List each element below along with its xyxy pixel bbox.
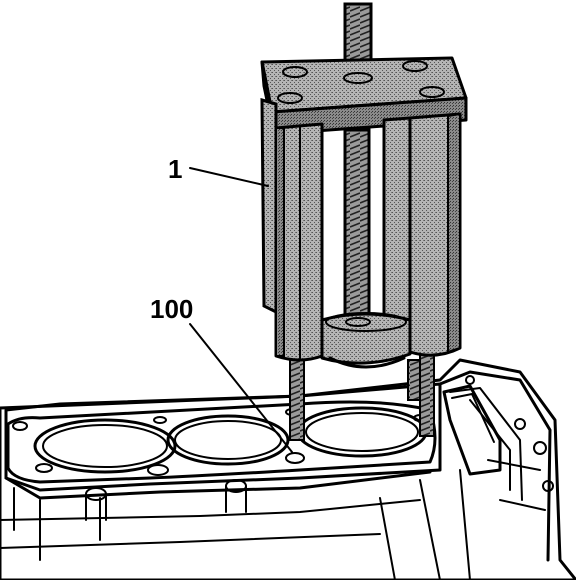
deck-bolt-holes [12,408,427,521]
leg-left-rear [260,98,278,315]
cylinder-bore-2 [166,414,290,466]
cylinder-head-deck [0,358,576,580]
threaded-rod-right [419,351,435,437]
deck-pocket [442,384,502,476]
puller-adapter [320,312,412,365]
cylinder-bores [33,406,428,474]
callout-1: 1 [168,154,269,187]
cylinder-bore-1 [33,418,177,474]
head-gasket [6,400,437,484]
puller-tool [260,2,468,441]
leg-right-rear [382,116,412,346]
callout-100: 100 [150,294,293,453]
svg-text:1: 1 [168,154,182,184]
threaded-rod-left [289,355,305,441]
forcing-screw-center [343,128,371,332]
cylinder-bore-3 [296,406,428,458]
svg-text:100: 100 [150,294,193,324]
